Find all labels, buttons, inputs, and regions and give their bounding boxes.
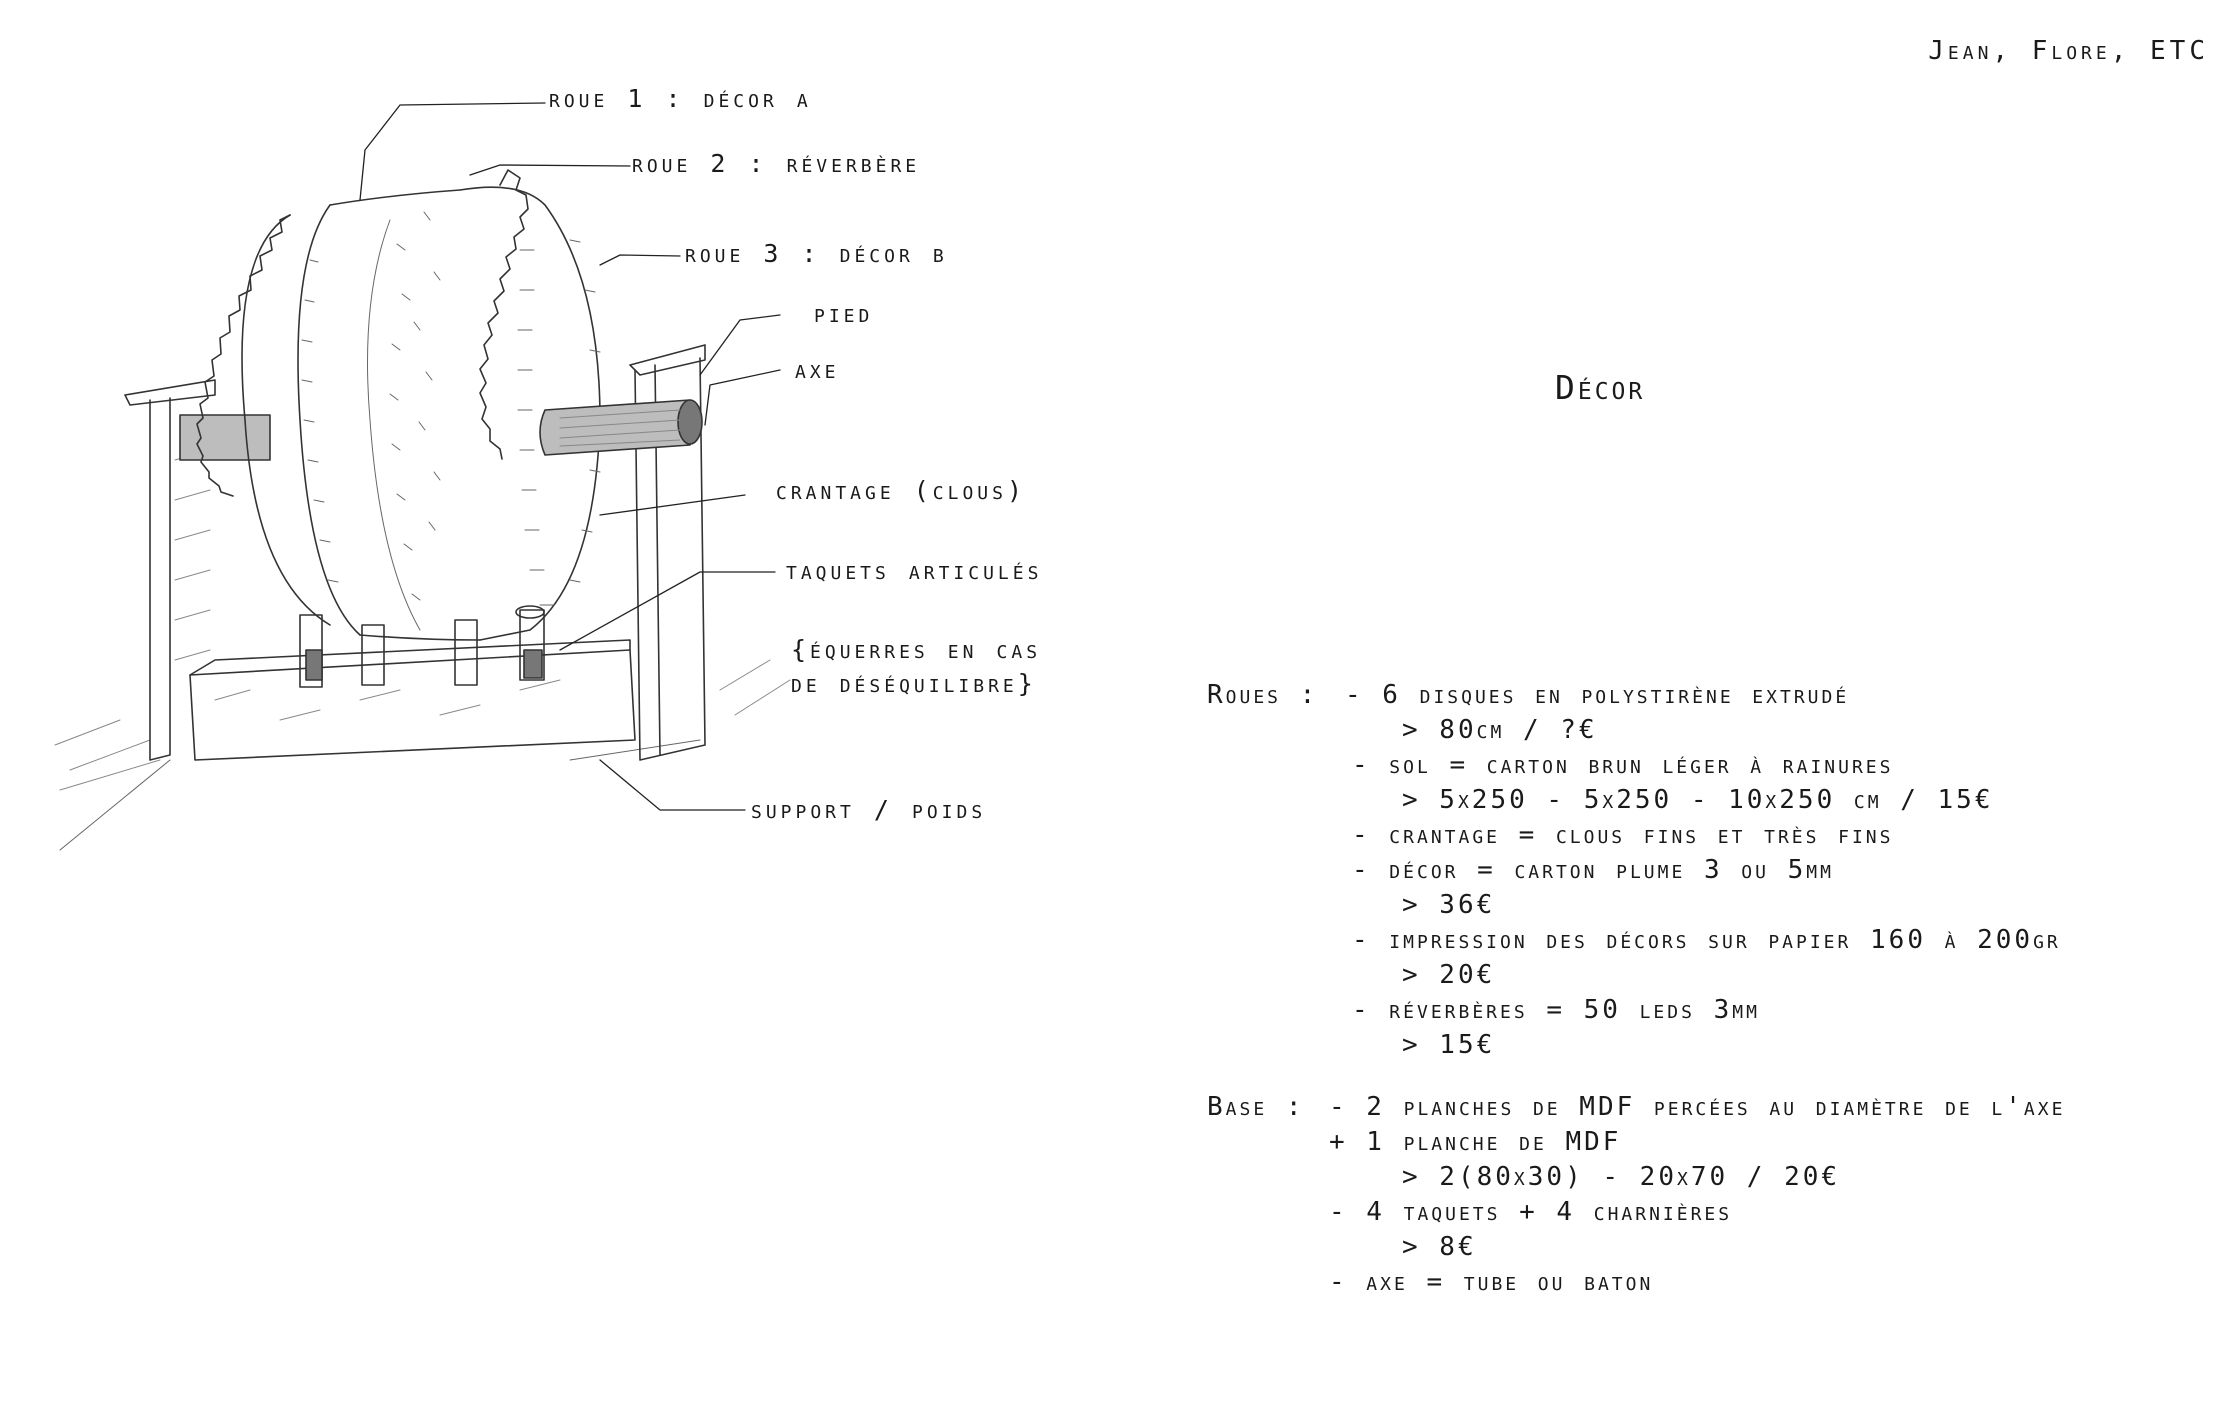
list-item: > 20€: [1402, 960, 1496, 990]
ground-shading: [54, 719, 161, 791]
list-item: > 80cm / ?€: [1402, 715, 1598, 745]
label-roue-3: roue 3 : décor b: [685, 239, 948, 268]
wheel-2: [329, 189, 481, 641]
list-item: > 36€: [1402, 890, 1496, 920]
list-item: - impression des décors sur papier 160 à…: [1352, 925, 2061, 955]
rotating-wheel-sketch: [54, 102, 791, 851]
label-taquets: taquets articulés: [786, 556, 1043, 585]
list-item: - axe = tube ou baton: [1329, 1267, 1654, 1297]
list-item: - 4 taquets + 4 charnières: [1329, 1197, 1733, 1227]
wheel-1: [196, 204, 361, 636]
axle-right: [539, 399, 703, 456]
list-item: > 2(80x30) - 20x70 / 20€: [1402, 1162, 1841, 1192]
base-heading: Base :: [1207, 1092, 1324, 1122]
axle-left: [179, 414, 271, 461]
list-item: > 15€: [1402, 1030, 1496, 1060]
list-item: > 5x250 - 5x250 - 10x250 cm / 15€: [1402, 785, 1994, 815]
notes-block: Roues : - 6 disques en polystirène extru…: [1207, 678, 2062, 1413]
label-equerres-2: de déséquilibre}: [791, 669, 1037, 698]
label-axe: axe: [795, 355, 840, 384]
label-support: support / poids: [751, 795, 987, 824]
label-roue-2: roue 2 : réverbère: [632, 149, 921, 178]
roues-heading: Roues :: [1207, 680, 1337, 710]
authors-label: Jean, Flore, ETC: [1928, 36, 2209, 66]
wheel-3: [459, 169, 603, 641]
list-item: - réverbères = 50 leds 3mm: [1352, 995, 1760, 1025]
list-item: - crantage = clous fins et très fins: [1352, 820, 1894, 850]
support-block: [189, 639, 636, 761]
list-item: - décor = carton plume 3 ou 5mm: [1352, 855, 1834, 885]
label-pied: pied: [814, 299, 874, 328]
list-item: + 1 planche de MDF: [1329, 1127, 1622, 1157]
ground-line: [59, 739, 701, 851]
page-title: Décor: [1555, 368, 1646, 407]
right-upright: [629, 344, 706, 761]
list-item: - 6 disques en polystirène extrudé: [1345, 680, 1850, 710]
label-roue-1: roue 1 : décor a: [549, 84, 812, 113]
label-crantage: crantage (clous): [776, 476, 1027, 505]
list-item: - 2 planches de MDF percées au diamètre …: [1329, 1092, 2066, 1122]
leader-lines: [359, 102, 781, 811]
list-item: - sol = carton brun léger à rainures: [1352, 750, 1894, 780]
ground-shading-right: [719, 659, 791, 716]
taquets-blocks: [299, 605, 545, 688]
list-item: > 8€: [1402, 1232, 1477, 1262]
label-equerres-1: {équerres en cas: [791, 635, 1042, 664]
